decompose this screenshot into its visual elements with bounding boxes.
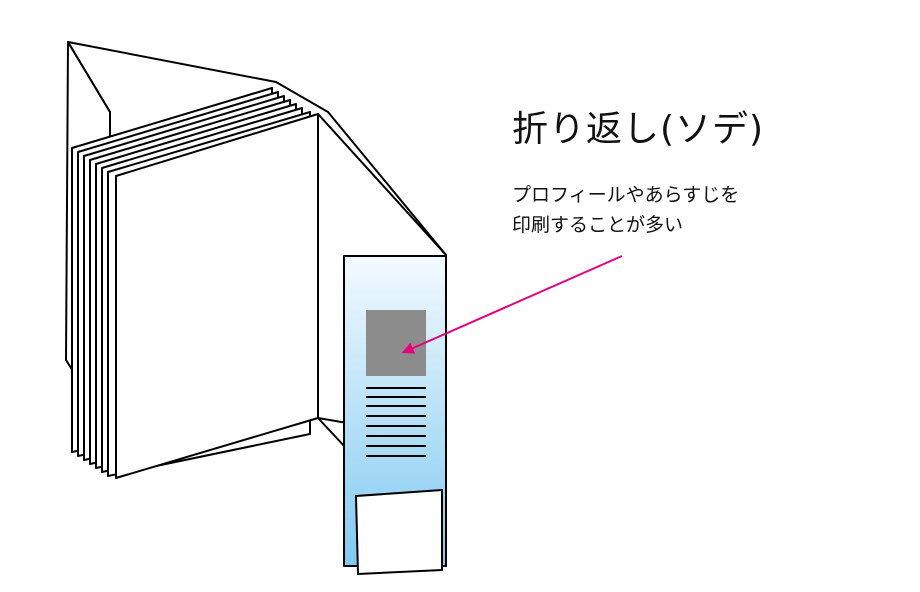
- profile-photo: [366, 310, 426, 376]
- pointer-arrow: [401, 255, 623, 354]
- cover-fold-edge: [317, 417, 347, 449]
- flap-bottom-tab: [355, 489, 443, 575]
- callout-description: プロフィールやあらすじを 印刷することが多い: [512, 180, 739, 240]
- spine-top: [67, 41, 111, 113]
- callout-title: 折り返し(ソデ): [512, 109, 765, 150]
- description-line-1: プロフィールやあらすじを: [512, 184, 740, 206]
- front-page: [115, 113, 319, 479]
- description-line-2: 印刷することが多い: [512, 214, 684, 236]
